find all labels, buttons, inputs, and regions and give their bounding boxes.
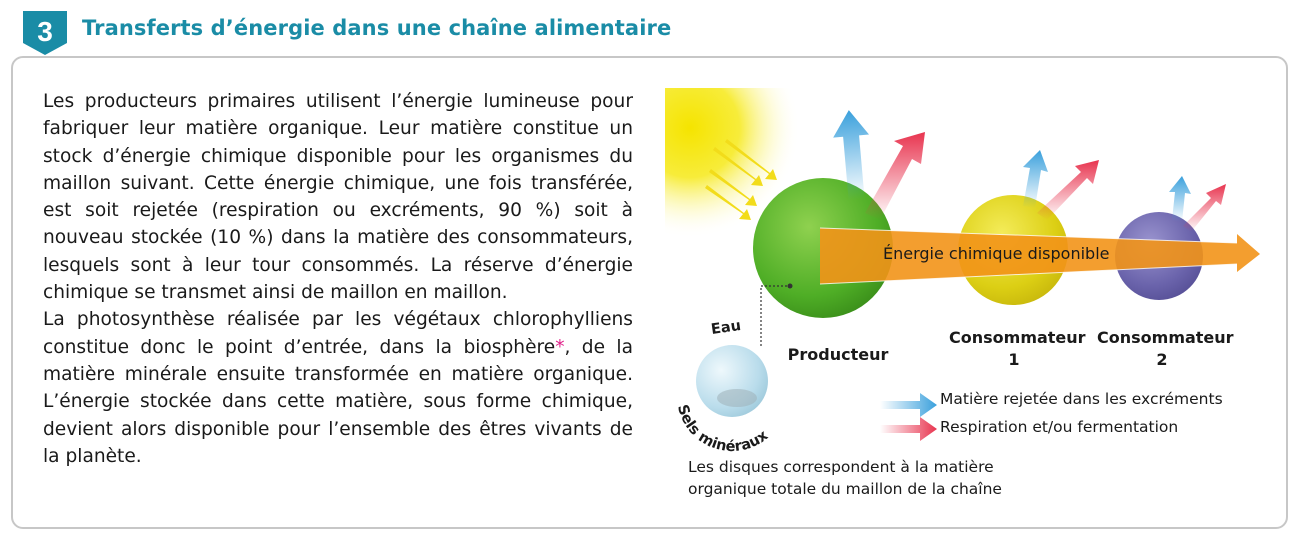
energy-arrow	[820, 228, 1260, 284]
producer-excrement-arrow	[833, 110, 870, 201]
paragraph-2-end: , de la matière minérale ensuite transfo…	[43, 336, 633, 467]
legend-blue-arrow	[880, 393, 937, 417]
energy-chain-diagram: Sels minéraux Énergie chimique disponibl…	[665, 88, 1290, 518]
body-text: Les producteurs primaires utilisent l’én…	[43, 88, 633, 470]
producer-label: Producteur	[787, 345, 889, 364]
paragraph-2-start: La photosynthèse réalisée par les végéta…	[43, 309, 633, 358]
legend-excrement-label: Matière rejetée dans les excréments	[940, 390, 1223, 408]
consumer2-excrement-arrow	[1169, 176, 1191, 222]
caption-line-1: Les disques correspondent à la matière	[688, 458, 994, 476]
legend-respiration-label: Respiration et/ou fermentation	[940, 418, 1179, 436]
consumer2-label-line1: Consommateur	[1097, 328, 1234, 347]
legend-red-arrow	[880, 417, 937, 441]
caption-line-2: organique totale du maillon de la chaîne	[688, 480, 1002, 498]
uptake-link	[760, 285, 790, 346]
producer-respiration-arrow	[865, 132, 925, 220]
diagram-caption: Les disques correspondent à la matière o…	[688, 456, 1048, 500]
consumer1-label: Consommateur 1	[949, 327, 1086, 371]
consumer2-label: Consommateur 2	[1097, 327, 1234, 371]
section-title: Transferts d’énergie dans une chaîne ali…	[82, 16, 672, 40]
consumer1-respiration-arrow	[1037, 160, 1099, 220]
section-number: 3	[37, 16, 53, 47]
glossary-asterisk[interactable]: *	[555, 336, 565, 358]
paragraph-1: Les producteurs primaires utilisent l’én…	[43, 91, 633, 304]
content-box	[11, 56, 1288, 529]
energy-arrow-label: Énergie chimique disponible	[883, 244, 1110, 263]
light-arrows	[705, 139, 777, 220]
consumer1-label-line1: Consommateur	[949, 328, 1086, 347]
consumer2-label-line2: 2	[1156, 350, 1168, 369]
section-number-badge: 3	[23, 11, 67, 55]
consumer1-excrement-arrow	[1023, 150, 1048, 208]
consumer2-respiration-arrow	[1183, 184, 1226, 232]
diagram-graphics: Sels minéraux	[665, 88, 1260, 455]
paragraph-2: La photosynthèse réalisée par les végéta…	[43, 306, 633, 470]
consumer1-label-line2: 1	[1008, 350, 1020, 369]
